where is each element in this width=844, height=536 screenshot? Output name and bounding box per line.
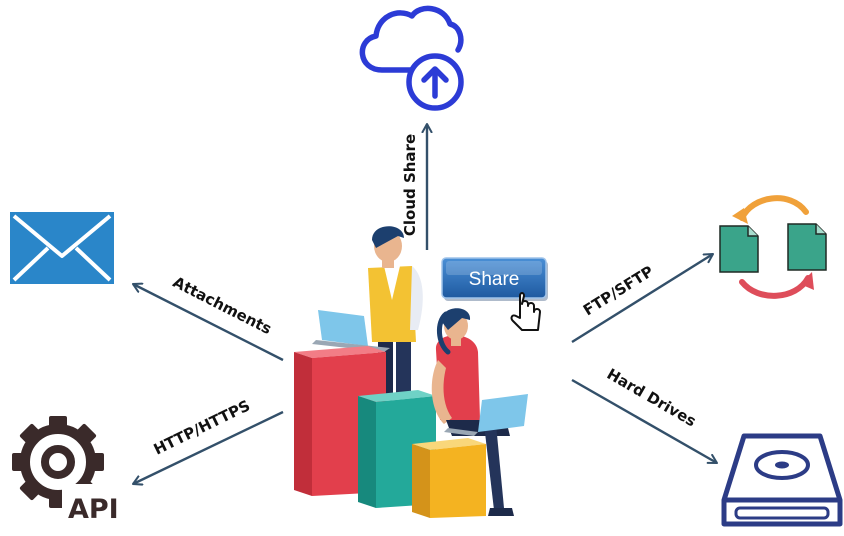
share-button-label: Share xyxy=(469,269,520,290)
people-sharing-illustration xyxy=(294,226,528,518)
api-label: API xyxy=(68,494,119,525)
laptop-2 xyxy=(444,394,528,436)
envelope-icon xyxy=(10,212,114,284)
hand-cursor-icon xyxy=(510,292,541,331)
label-http-https: HTTP/HTTPS xyxy=(151,396,253,458)
label-cloud-share: Cloud Share xyxy=(401,134,419,236)
arrow-http xyxy=(133,410,284,484)
arrow-attachments xyxy=(133,284,284,362)
api-gear-icon: API xyxy=(12,416,126,525)
cloud-upload-icon xyxy=(359,5,464,111)
hard-drive-icon xyxy=(721,433,843,527)
file-sync-icon xyxy=(719,195,827,299)
label-ftp-sftp: FTP/SFTP xyxy=(580,262,657,319)
bar-yellow xyxy=(412,438,486,518)
arrow-ftp xyxy=(571,252,713,344)
label-hard-drives: Hard Drives xyxy=(604,365,700,431)
share-button[interactable]: Share xyxy=(441,257,548,301)
arrow-hard-drives xyxy=(571,378,717,465)
